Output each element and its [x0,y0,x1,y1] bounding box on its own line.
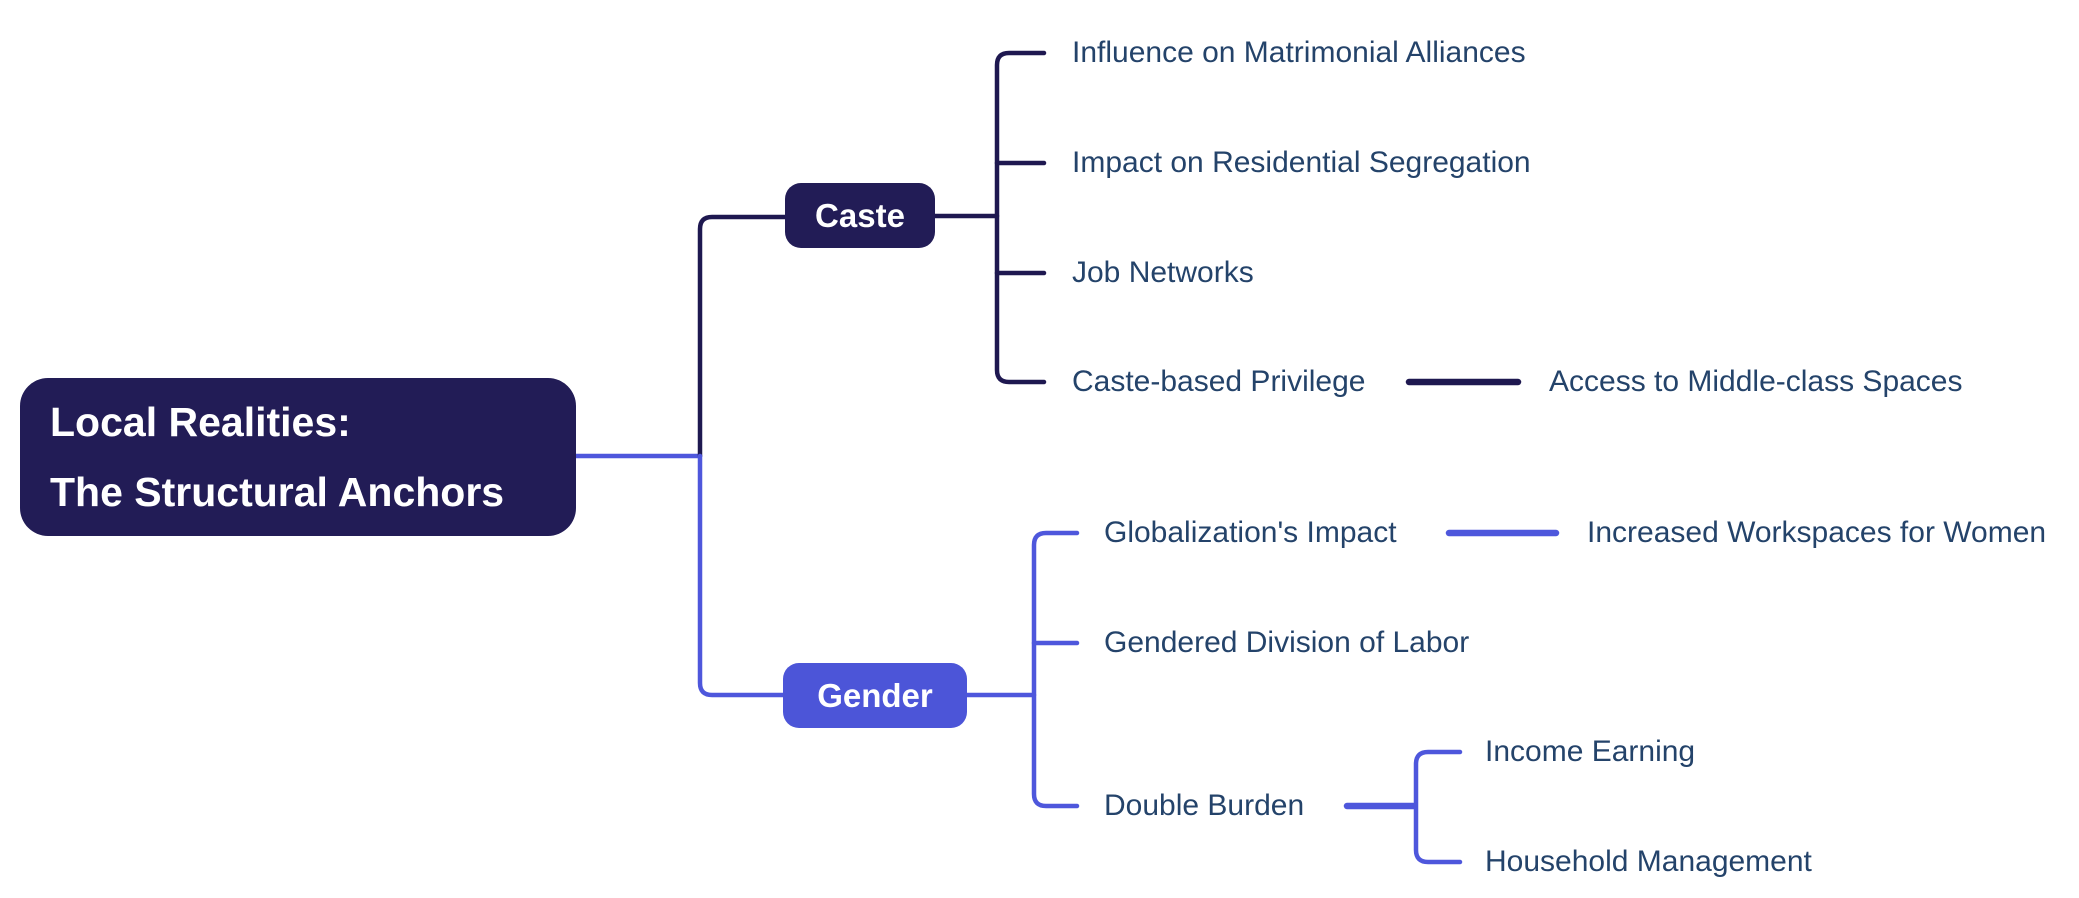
leaf-increased-workspaces[interactable]: Increased Workspaces for Women [1587,516,2047,549]
leaf-income-earning[interactable]: Income Earning [1485,735,1696,768]
leaf-household-management[interactable]: Household Management [1485,845,1812,878]
connector-split-gender [697,453,786,698]
leaf-globalization-impact[interactable]: Globalization's Impact [1104,516,1397,549]
connector-caste-trunk-vertical [994,50,1047,385]
leaf-caste-privilege[interactable]: Caste-based Privilege [1072,365,1366,398]
leaf-access-middleclass[interactable]: Access to Middle-class Spaces [1549,365,1963,398]
leaf-gendered-division[interactable]: Gendered Division of Labor [1104,626,1470,659]
leaf-residential-segregation[interactable]: Impact on Residential Segregation [1072,146,1531,179]
branch-node-gender[interactable]: Gender [783,663,967,728]
root-title-line1: Local Realities: [50,399,351,445]
leaf-double-burden[interactable]: Double Burden [1104,789,1305,822]
root-title-line2: The Structural Anchors [50,469,505,515]
connector-split-caste [697,214,788,459]
leaf-job-networks[interactable]: Job Networks [1072,256,1254,289]
root-node[interactable]: Local Realities: The Structural Anchors [20,378,576,536]
connector-doubleburden-children [1413,749,1463,865]
leaf-influence-matrimonial[interactable]: Influence on Matrimonial Alliances [1072,36,1526,69]
connector-gender-trunk-vertical [1031,530,1080,809]
branch-node-caste[interactable]: Caste [785,183,935,248]
